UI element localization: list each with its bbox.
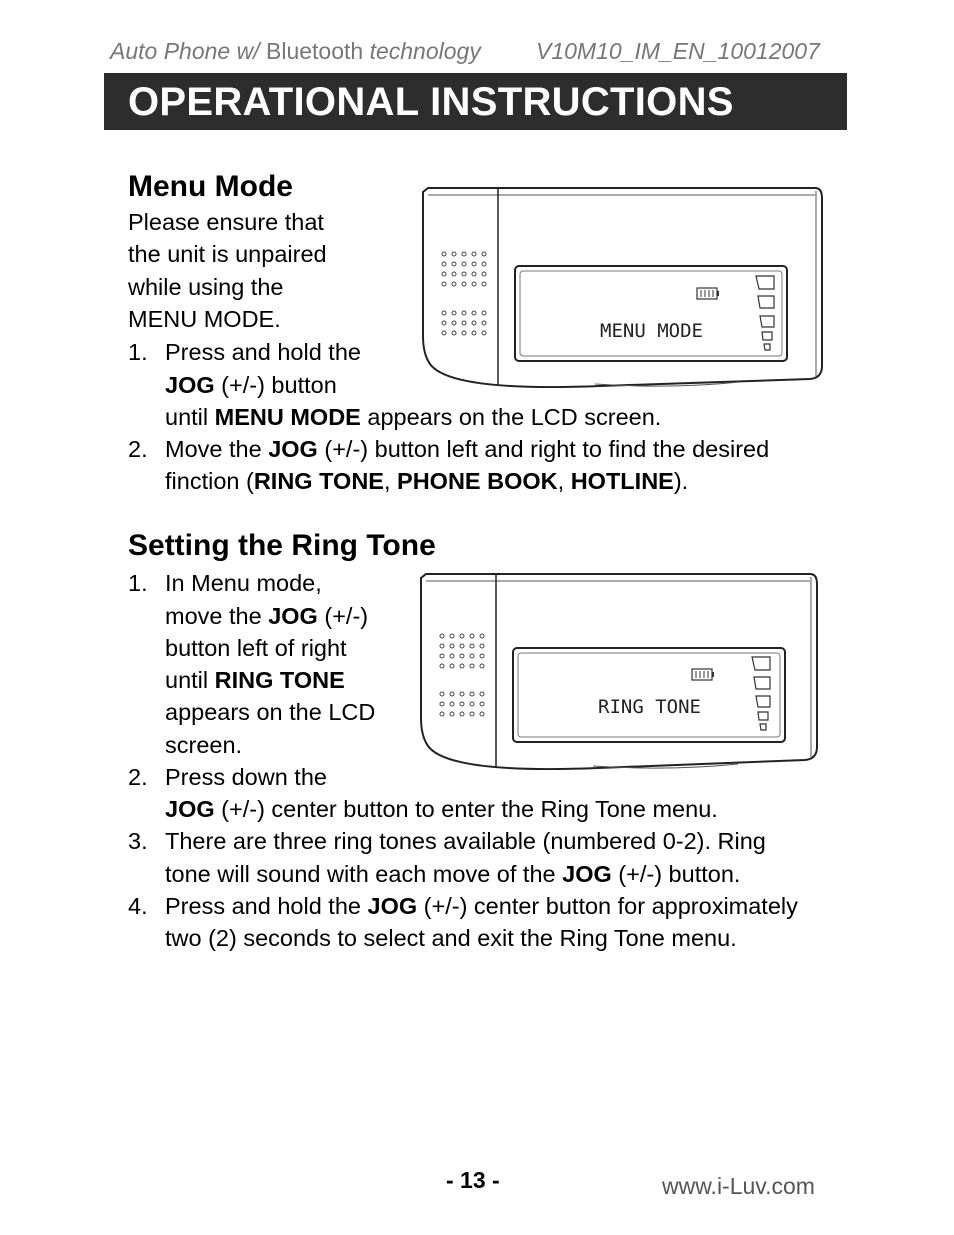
- battery-icon: [691, 668, 714, 681]
- step-text: JOG (+/-) center button to enter the Rin…: [165, 796, 718, 822]
- header-doc-id: V10M10_IM_EN_10012007: [536, 38, 820, 64]
- step-text: Press and hold the JOG (+/-) center butt…: [165, 893, 798, 919]
- page-number: - 13 -: [446, 1167, 500, 1193]
- lcd-display-text: RING TONE: [598, 696, 701, 718]
- step-number: 2.: [128, 436, 148, 462]
- running-header: Auto Phone w/ Bluetooth technology V10M1…: [110, 38, 840, 65]
- step-text: finction (RING TONE, PHONE BOOK, HOTLINE…: [165, 468, 689, 494]
- speaker-grille-icon: [441, 251, 487, 336]
- lcd-display-text: MENU MODE: [600, 320, 703, 342]
- step-text: Press down the: [165, 764, 327, 790]
- step-number: 4.: [128, 893, 148, 919]
- step-text: In Menu mode,: [165, 570, 322, 596]
- step-text: two (2) seconds to select and exit the R…: [165, 925, 737, 951]
- step-text: until MENU MODE appears on the LCD scree…: [165, 404, 662, 430]
- signal-bars-icon: [751, 656, 771, 731]
- step-text: appears on the LCD: [165, 699, 376, 725]
- intro-line-3: while using the: [128, 274, 284, 300]
- step-number: 2.: [128, 764, 148, 790]
- intro-line-4: MENU MODE.: [128, 306, 281, 332]
- header-product-plain: Bluetooth: [259, 38, 370, 64]
- step-number: 1.: [128, 570, 148, 596]
- intro-line-1: Please ensure that: [128, 209, 324, 235]
- step-text: Press and hold the: [165, 339, 361, 365]
- footer-website: www.i-Luv.com: [662, 1173, 815, 1199]
- menu-mode-heading: Menu Mode: [128, 170, 293, 203]
- header-product-italic2: technology: [369, 38, 481, 64]
- device-lcd-illustration: RING TONE: [420, 573, 818, 771]
- banner-title: OPERATIONAL INSTRUCTIONS: [128, 80, 734, 124]
- signal-bars-icon: [755, 275, 775, 351]
- section-banner: OPERATIONAL INSTRUCTIONS: [104, 73, 847, 130]
- step-text: JOG (+/-) button: [165, 372, 337, 398]
- step-text: There are three ring tones available (nu…: [165, 828, 766, 854]
- step-text: screen.: [165, 732, 243, 758]
- step-number: 1.: [128, 339, 148, 365]
- device-lcd-illustration: MENU MODE: [422, 187, 823, 389]
- step-text: until RING TONE: [165, 667, 345, 693]
- ring-tone-heading: Setting the Ring Tone: [128, 529, 436, 562]
- speaker-grille-icon: [439, 633, 485, 717]
- intro-line-2: the unit is unpaired: [128, 241, 327, 267]
- header-product-italic: Auto Phone w/: [110, 38, 260, 64]
- jog-label: JOG: [165, 372, 215, 398]
- step-text: tone will sound with each move of the JO…: [165, 861, 741, 887]
- step-text: Move the JOG (+/-) button left and right…: [165, 436, 770, 462]
- battery-icon: [696, 287, 719, 300]
- step-text: move the JOG (+/-): [165, 603, 369, 629]
- step-text: button left of right: [165, 635, 347, 661]
- step-number: 3.: [128, 828, 148, 854]
